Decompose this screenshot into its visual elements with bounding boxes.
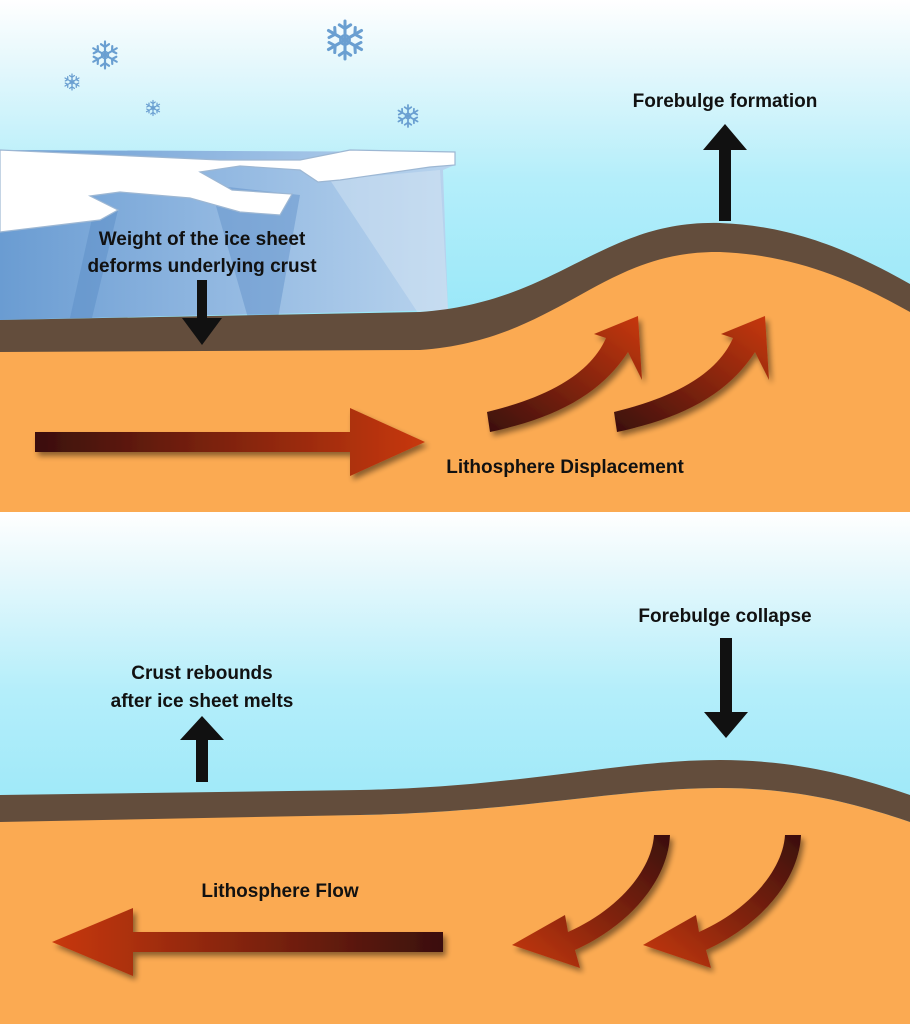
upwelling-arrow — [487, 316, 642, 432]
upwelling-arrow — [614, 316, 769, 432]
up-arrow-icon — [703, 124, 747, 221]
lithosphere-flow-label: Lithosphere Flow — [201, 881, 359, 902]
crust — [0, 222, 910, 352]
panel-after: Crust rebounds after ice sheet melts For… — [0, 512, 910, 1024]
up-arrow-icon — [180, 716, 224, 782]
down-arrow-icon — [704, 638, 748, 738]
lithosphere-displacement-label: Lithosphere Displacement — [446, 457, 684, 478]
forebulge-formation-label: Forebulge formation — [633, 91, 818, 112]
mantle — [0, 788, 910, 1024]
ice-weight-label-line1: Weight of the ice sheet — [99, 229, 306, 250]
downwelling-arrow — [643, 835, 801, 968]
crust-rebound-label-line2: after ice sheet melts — [111, 691, 294, 712]
crust-rebound-label-line1: Crust rebounds — [131, 663, 272, 684]
lithosphere-flow-arrow — [52, 908, 443, 976]
downwelling-arrow — [512, 835, 670, 968]
forebulge-collapse-label: Forebulge collapse — [638, 606, 811, 627]
lithosphere-displacement-arrow — [35, 408, 425, 476]
ice-sheet — [0, 149, 456, 320]
crust — [0, 760, 910, 822]
ice-weight-label-line2: deforms underlying crust — [87, 256, 317, 277]
panel-before: Weight of the ice sheet deforms underlyi… — [0, 0, 910, 512]
down-arrow-icon — [182, 280, 222, 345]
